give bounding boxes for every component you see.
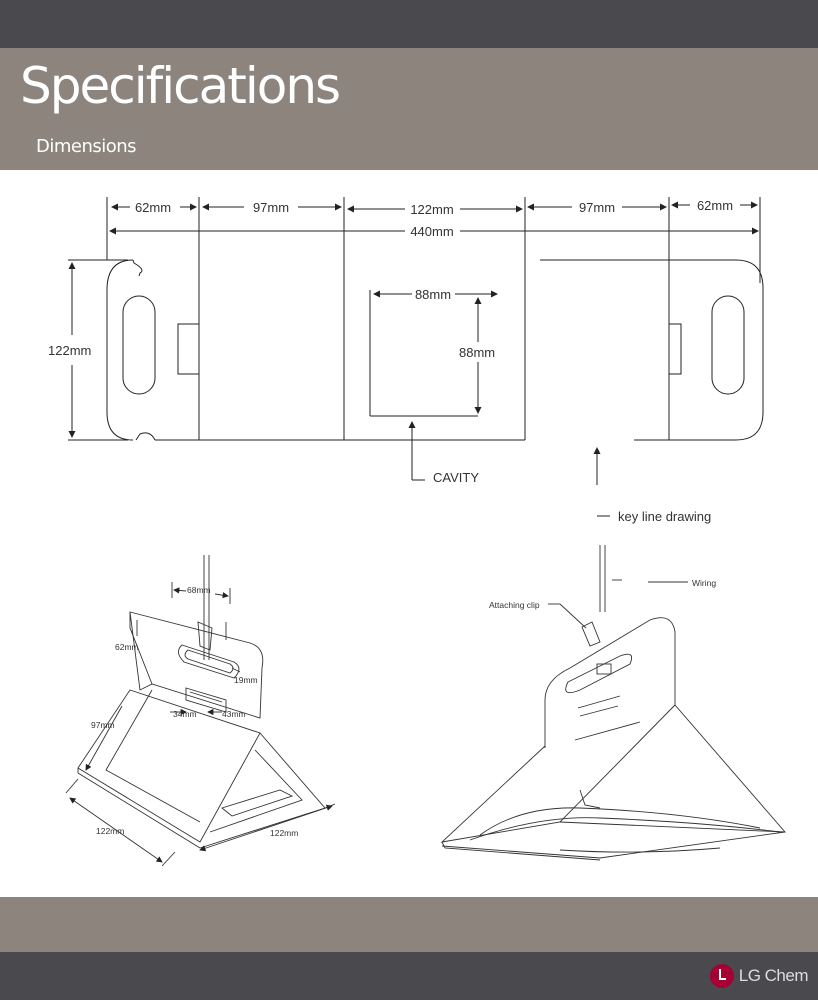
attaching-clip-label: Attaching clip bbox=[489, 600, 540, 610]
dim-total: 440mm bbox=[410, 224, 453, 239]
dim-97: 97mm bbox=[91, 720, 115, 730]
dim-68: 68mm bbox=[187, 585, 211, 595]
dim-base-left: 122mm bbox=[96, 826, 124, 836]
wiring-label: Wiring bbox=[692, 578, 716, 588]
key-line-drawing bbox=[68, 197, 764, 517]
dim-cavity-width: 88mm bbox=[415, 287, 451, 302]
dim-43: 43mm bbox=[222, 709, 246, 719]
right-isometric-view bbox=[440, 545, 786, 861]
bottom-bar bbox=[0, 952, 818, 1000]
dim-height: 122mm bbox=[48, 343, 91, 358]
top-bar bbox=[0, 0, 818, 48]
dim-97-right: 97mm bbox=[579, 200, 615, 215]
left-view-labels: 68mm 62mm 19mm 34mm 43mm 97mm 122mm 122m… bbox=[91, 585, 298, 838]
dim-34: 34mm bbox=[173, 709, 197, 719]
brand-name: LG Chem bbox=[738, 966, 809, 985]
dim-62-left: 62mm bbox=[135, 200, 171, 215]
left-isometric-view bbox=[65, 555, 336, 867]
header-band: Specifications Dimensions bbox=[0, 48, 818, 170]
footer-band bbox=[0, 897, 818, 952]
key-line-labels: 62mm 97mm 122mm 97mm 62mm 440mm 122mm 88… bbox=[48, 198, 733, 524]
key-line-caption: key line drawing bbox=[618, 509, 711, 524]
dim-base-right: 122mm bbox=[270, 828, 298, 838]
dim-62: 62mm bbox=[115, 642, 139, 652]
dim-122-center: 122mm bbox=[410, 202, 453, 217]
page-subtitle: Dimensions bbox=[36, 136, 137, 157]
right-view-labels: Attaching clip Wiring bbox=[489, 578, 716, 610]
dim-19: 19mm bbox=[234, 675, 258, 685]
dim-cavity-height: 88mm bbox=[459, 345, 495, 360]
spec-drawing: 62mm 97mm 122mm 97mm 62mm 440mm 122mm 88… bbox=[48, 197, 786, 867]
page-title: Specifications bbox=[20, 57, 341, 115]
dim-97-left: 97mm bbox=[253, 200, 289, 215]
lg-logo-icon bbox=[709, 964, 734, 988]
dim-62-right: 62mm bbox=[697, 198, 733, 213]
cavity-label: CAVITY bbox=[433, 470, 479, 485]
brand-logo: LG Chem bbox=[709, 963, 809, 989]
